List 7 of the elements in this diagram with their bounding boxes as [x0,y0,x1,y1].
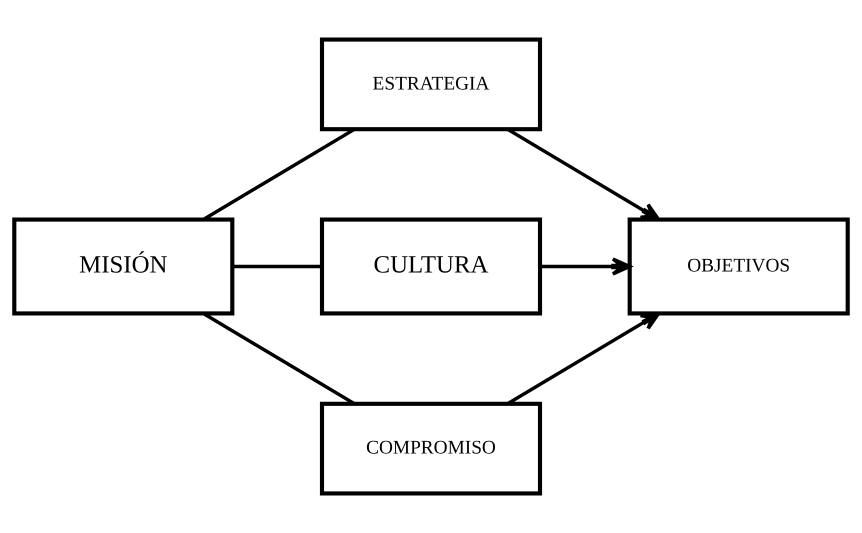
node-box: COMPROMISO [320,402,542,496]
node-box: OBJETIVOS [628,218,850,316]
node-box: CULTURA [320,218,542,316]
arrow [540,257,632,276]
connector [232,264,322,268]
node-box: MISIÓN [12,218,234,316]
node-box: ESTRATEGIA [320,37,542,132]
